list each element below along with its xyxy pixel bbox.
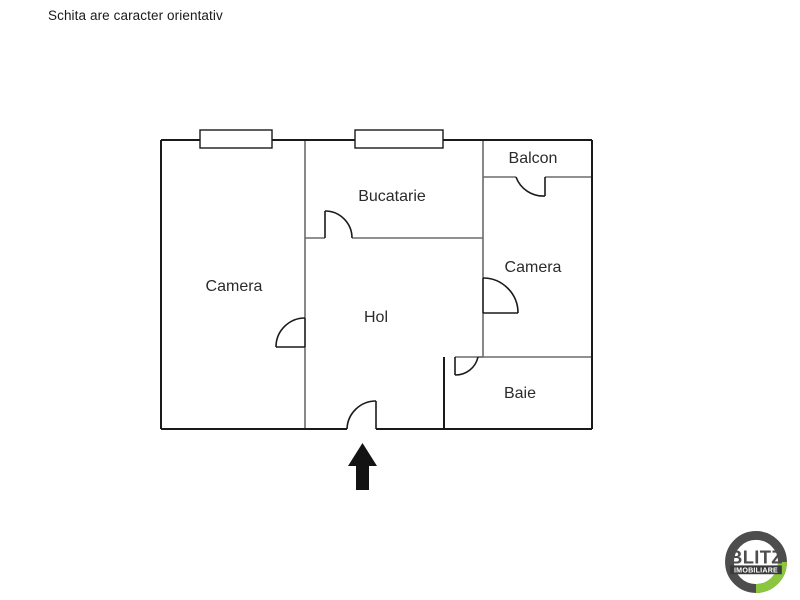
window-camera-left [199, 129, 273, 149]
room-label-bucatarie: Bucatarie [358, 188, 426, 205]
door-camera-right [482, 277, 519, 314]
room-label-camera-left: Camera [206, 278, 263, 295]
logo-subtitle-text: IMOBILIARE [734, 567, 778, 575]
logo-accent-arc [755, 561, 787, 593]
door-camera-left [275, 317, 306, 348]
room-label-balcon: Balcon [509, 150, 558, 167]
room-label-hol: Hol [364, 309, 388, 326]
room-label-baie: Baie [504, 385, 536, 402]
door-entrance [346, 400, 377, 430]
window-bucatarie [354, 129, 444, 149]
room-label-camera-right: Camera [505, 259, 562, 276]
disclaimer-text: Schita are caracter orientativ [48, 8, 223, 23]
door-baie [454, 356, 479, 376]
entrance-arrow [348, 443, 377, 490]
logo-brand-text: BLITZ [729, 546, 783, 567]
door-bucatarie [324, 210, 353, 239]
door-balcon [515, 176, 546, 197]
logo-band [730, 565, 782, 575]
interior-walls [304, 140, 592, 429]
blitz-imobiliare-logo: BLITZ IMOBILIARE [722, 528, 790, 596]
